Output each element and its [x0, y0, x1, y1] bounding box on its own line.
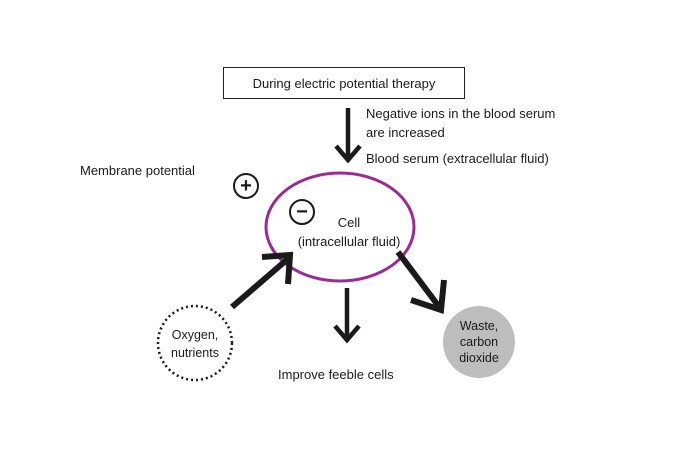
waste-label-line1: Waste,	[459, 319, 499, 333]
ions-label-line2: are increased	[366, 125, 445, 140]
oxygen-arrow	[230, 251, 294, 310]
improve-label: Improve feeble cells	[278, 367, 394, 382]
cell-label-line1: Cell	[337, 215, 361, 230]
cell-ellipse	[264, 171, 416, 283]
oxygen-label-line2: nutrients	[171, 345, 219, 360]
waste-arrow	[395, 250, 447, 315]
blood-serum-label: Blood serum (extracellular fluid)	[366, 151, 549, 166]
therapy-title: During electric potential therapy	[252, 75, 436, 91]
therapy-title-box: During electric potential therapy	[223, 67, 465, 99]
ions-label-line1: Negative ions in the blood serum	[366, 106, 556, 121]
improve-arrow	[333, 288, 361, 344]
cell-label-line2: (intracellular fluid)	[297, 234, 401, 249]
waste-label-line2: carbon	[459, 335, 499, 349]
oxygen-circle	[156, 304, 234, 382]
minus-circle	[289, 199, 315, 225]
ions-arrow	[334, 108, 362, 164]
minus-sign: −	[296, 201, 308, 223]
plus-circle	[233, 173, 259, 199]
membrane-potential-label: Membrane potential	[80, 163, 195, 178]
plus-sign: +	[240, 175, 252, 197]
waste-label-line3: dioxide	[459, 351, 499, 365]
waste-circle	[443, 306, 515, 378]
oxygen-label-line1: Oxygen,	[171, 327, 219, 342]
